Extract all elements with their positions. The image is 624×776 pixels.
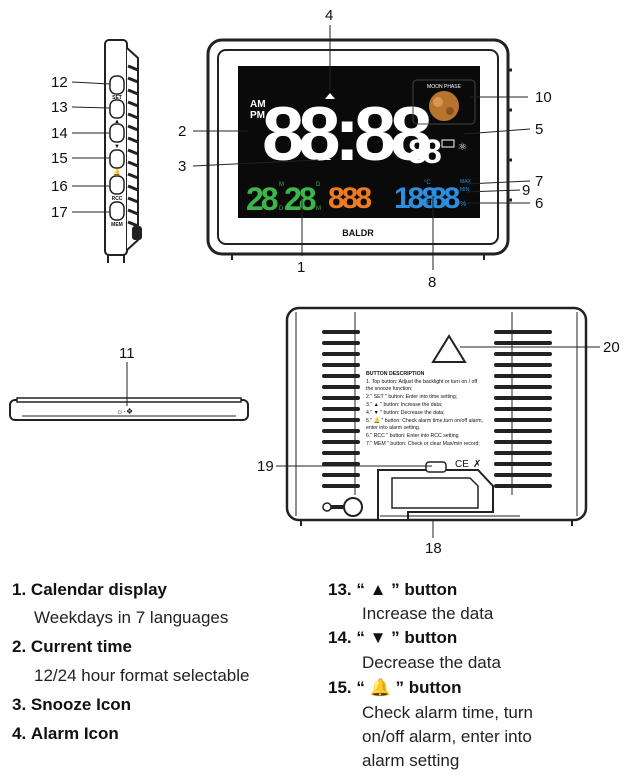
- lcd-screen: [238, 66, 480, 218]
- callout-4: 4: [325, 7, 333, 24]
- list-item: 2. Current time: [12, 637, 132, 656]
- callout-12: 12: [51, 74, 68, 91]
- svg-text:2." SET " button: Enter into t: 2." SET " button: Enter into time settin…: [366, 394, 457, 400]
- time-digits: 88:88: [262, 92, 430, 177]
- weekday-digits: 888: [328, 182, 371, 215]
- list-item-desc: Weekdays in 7 languages: [34, 608, 229, 627]
- product-diagram-middle: ☼·❖ 11: [9, 306, 620, 557]
- callout-19: 19: [257, 458, 274, 475]
- temp-unit-c: °C: [424, 180, 431, 186]
- rcc-icon: ⚛: [458, 142, 467, 153]
- back-view: 20 BUTTON DESCRIPTION 1. Top button: Adj…: [257, 306, 620, 557]
- svg-text:BUTTON DESCRIPTION: BUTTON DESCRIPTION: [366, 371, 425, 377]
- svg-text:1. Top button: Adjust the back: 1. Top button: Adjust the backlight or t…: [366, 379, 478, 385]
- callout-15: 15: [51, 150, 68, 167]
- brand-logo: BALDR: [342, 228, 374, 238]
- weee-icon: ✗: [473, 459, 481, 470]
- callout-17: 17: [51, 204, 68, 221]
- svg-text:5." 🔔 " button: Check alarm t: 5." 🔔 " button: Check alarm time,turn on…: [366, 417, 483, 424]
- callout-2: 2: [178, 123, 186, 140]
- side-label-up: ▲: [114, 119, 120, 125]
- product-diagram-top: SET ▲ ▼ 🔔 RCC MEM 12 13 14 15 16 17: [51, 7, 552, 290]
- stand: [377, 461, 520, 521]
- callout-5: 5: [535, 121, 543, 138]
- button-description-label: BUTTON DESCRIPTION 1. Top button: Adjust…: [366, 371, 483, 447]
- humidity-unit: %: [460, 201, 466, 208]
- list-item: 15. “ 🔔 ” button: [328, 678, 462, 697]
- snooze-icon: Zz: [320, 152, 331, 163]
- list-item: 13. “ ▲ ” button: [328, 580, 458, 599]
- side-label-set: SET: [112, 95, 122, 101]
- date-sup-d2: D: [316, 182, 321, 188]
- date-sup-m1: M: [279, 182, 284, 188]
- seconds-digits: 88: [408, 133, 441, 171]
- callout-14: 14: [51, 125, 68, 142]
- list-item-desc: 12/24 hour format selectable: [34, 666, 250, 685]
- humidity-digits: 88: [430, 182, 460, 215]
- svg-text:the snooze function;: the snooze function;: [366, 386, 412, 392]
- callout-8: 8: [428, 274, 436, 290]
- screw-hole-icon: [322, 497, 363, 517]
- vents-right: [494, 330, 552, 488]
- moon-icon: [429, 91, 459, 121]
- callout-10: 10: [535, 89, 552, 106]
- side-label-rcc: RCC: [112, 196, 123, 202]
- vents-left: [322, 330, 360, 488]
- top-view: ☼·❖ 11: [9, 345, 249, 421]
- side-label-down: ▼: [114, 144, 120, 150]
- callout-3: 3: [178, 158, 186, 175]
- svg-text:7." MEM " button: Check or cle: 7." MEM " button: Check or clear Max/min…: [366, 441, 480, 447]
- side-label-alarm: 🔔: [113, 168, 121, 176]
- max-label: MAX: [460, 179, 472, 185]
- callout-6: 6: [535, 195, 543, 212]
- callout-1: 1: [297, 259, 305, 276]
- list-item: 14. “ ▼ ” button: [328, 628, 458, 647]
- temp-unit-f: °F: [424, 201, 430, 207]
- date-digits-1: 28: [246, 181, 278, 217]
- min-label: MIN: [460, 187, 470, 193]
- hanging-hole-icon: [431, 334, 467, 363]
- top-button-icon: ☼·❖: [116, 407, 133, 416]
- list-item-desc: alarm setting: [362, 751, 460, 770]
- svg-text:enter into alarm setting.: enter into alarm setting.: [366, 425, 420, 431]
- list-item: 1. Calendar display: [12, 580, 167, 599]
- svg-text:3." ▲ " button: Increase the d: 3." ▲ " button: Increase the data;: [366, 402, 442, 408]
- callout-11: 11: [119, 345, 135, 362]
- list-item-desc: Increase the data: [362, 604, 494, 623]
- callout-18: 18: [425, 540, 442, 557]
- alarm-icon: [325, 93, 335, 99]
- list-item-desc: Decrease the data: [362, 653, 501, 672]
- ampm-am: AM: [250, 99, 266, 110]
- ce-mark: CE: [455, 459, 469, 470]
- callout-9: 9: [522, 182, 530, 199]
- list-item-desc: Check alarm time, turn: [362, 703, 533, 722]
- ampm-pm: PM: [250, 110, 265, 121]
- battery-icon: [441, 139, 455, 148]
- callout-13: 13: [51, 99, 68, 116]
- moon-phase-label: MOON PHASE: [427, 84, 462, 90]
- date-sup-m2: M: [316, 206, 321, 212]
- date-sup-d: D: [279, 206, 284, 212]
- svg-text:4." ▼ " button: Decrease the d: 4." ▼ " button: Decrease the data;: [366, 410, 445, 416]
- svg-text:6." RCC " button: Enter into: 6." RCC " button: Enter into RCC setting: [366, 433, 459, 439]
- date-digits-2: 28: [284, 181, 316, 217]
- callout-16: 16: [51, 178, 68, 195]
- list-item: 4. Alarm Icon: [12, 724, 119, 743]
- side-view: SET ▲ ▼ 🔔 RCC MEM 12 13 14 15 16 17: [51, 39, 142, 263]
- front-view: AM PM 88:88 Zz MOON PHASE 88 ⚛ 28 M D 28…: [178, 7, 552, 290]
- list-item: 3. Snooze Icon: [12, 695, 132, 714]
- callout-7: 7: [535, 173, 543, 190]
- callout-20: 20: [603, 339, 620, 356]
- side-label-mem: MEM: [111, 222, 123, 228]
- list-item-desc: on/off alarm, enter into: [362, 727, 532, 746]
